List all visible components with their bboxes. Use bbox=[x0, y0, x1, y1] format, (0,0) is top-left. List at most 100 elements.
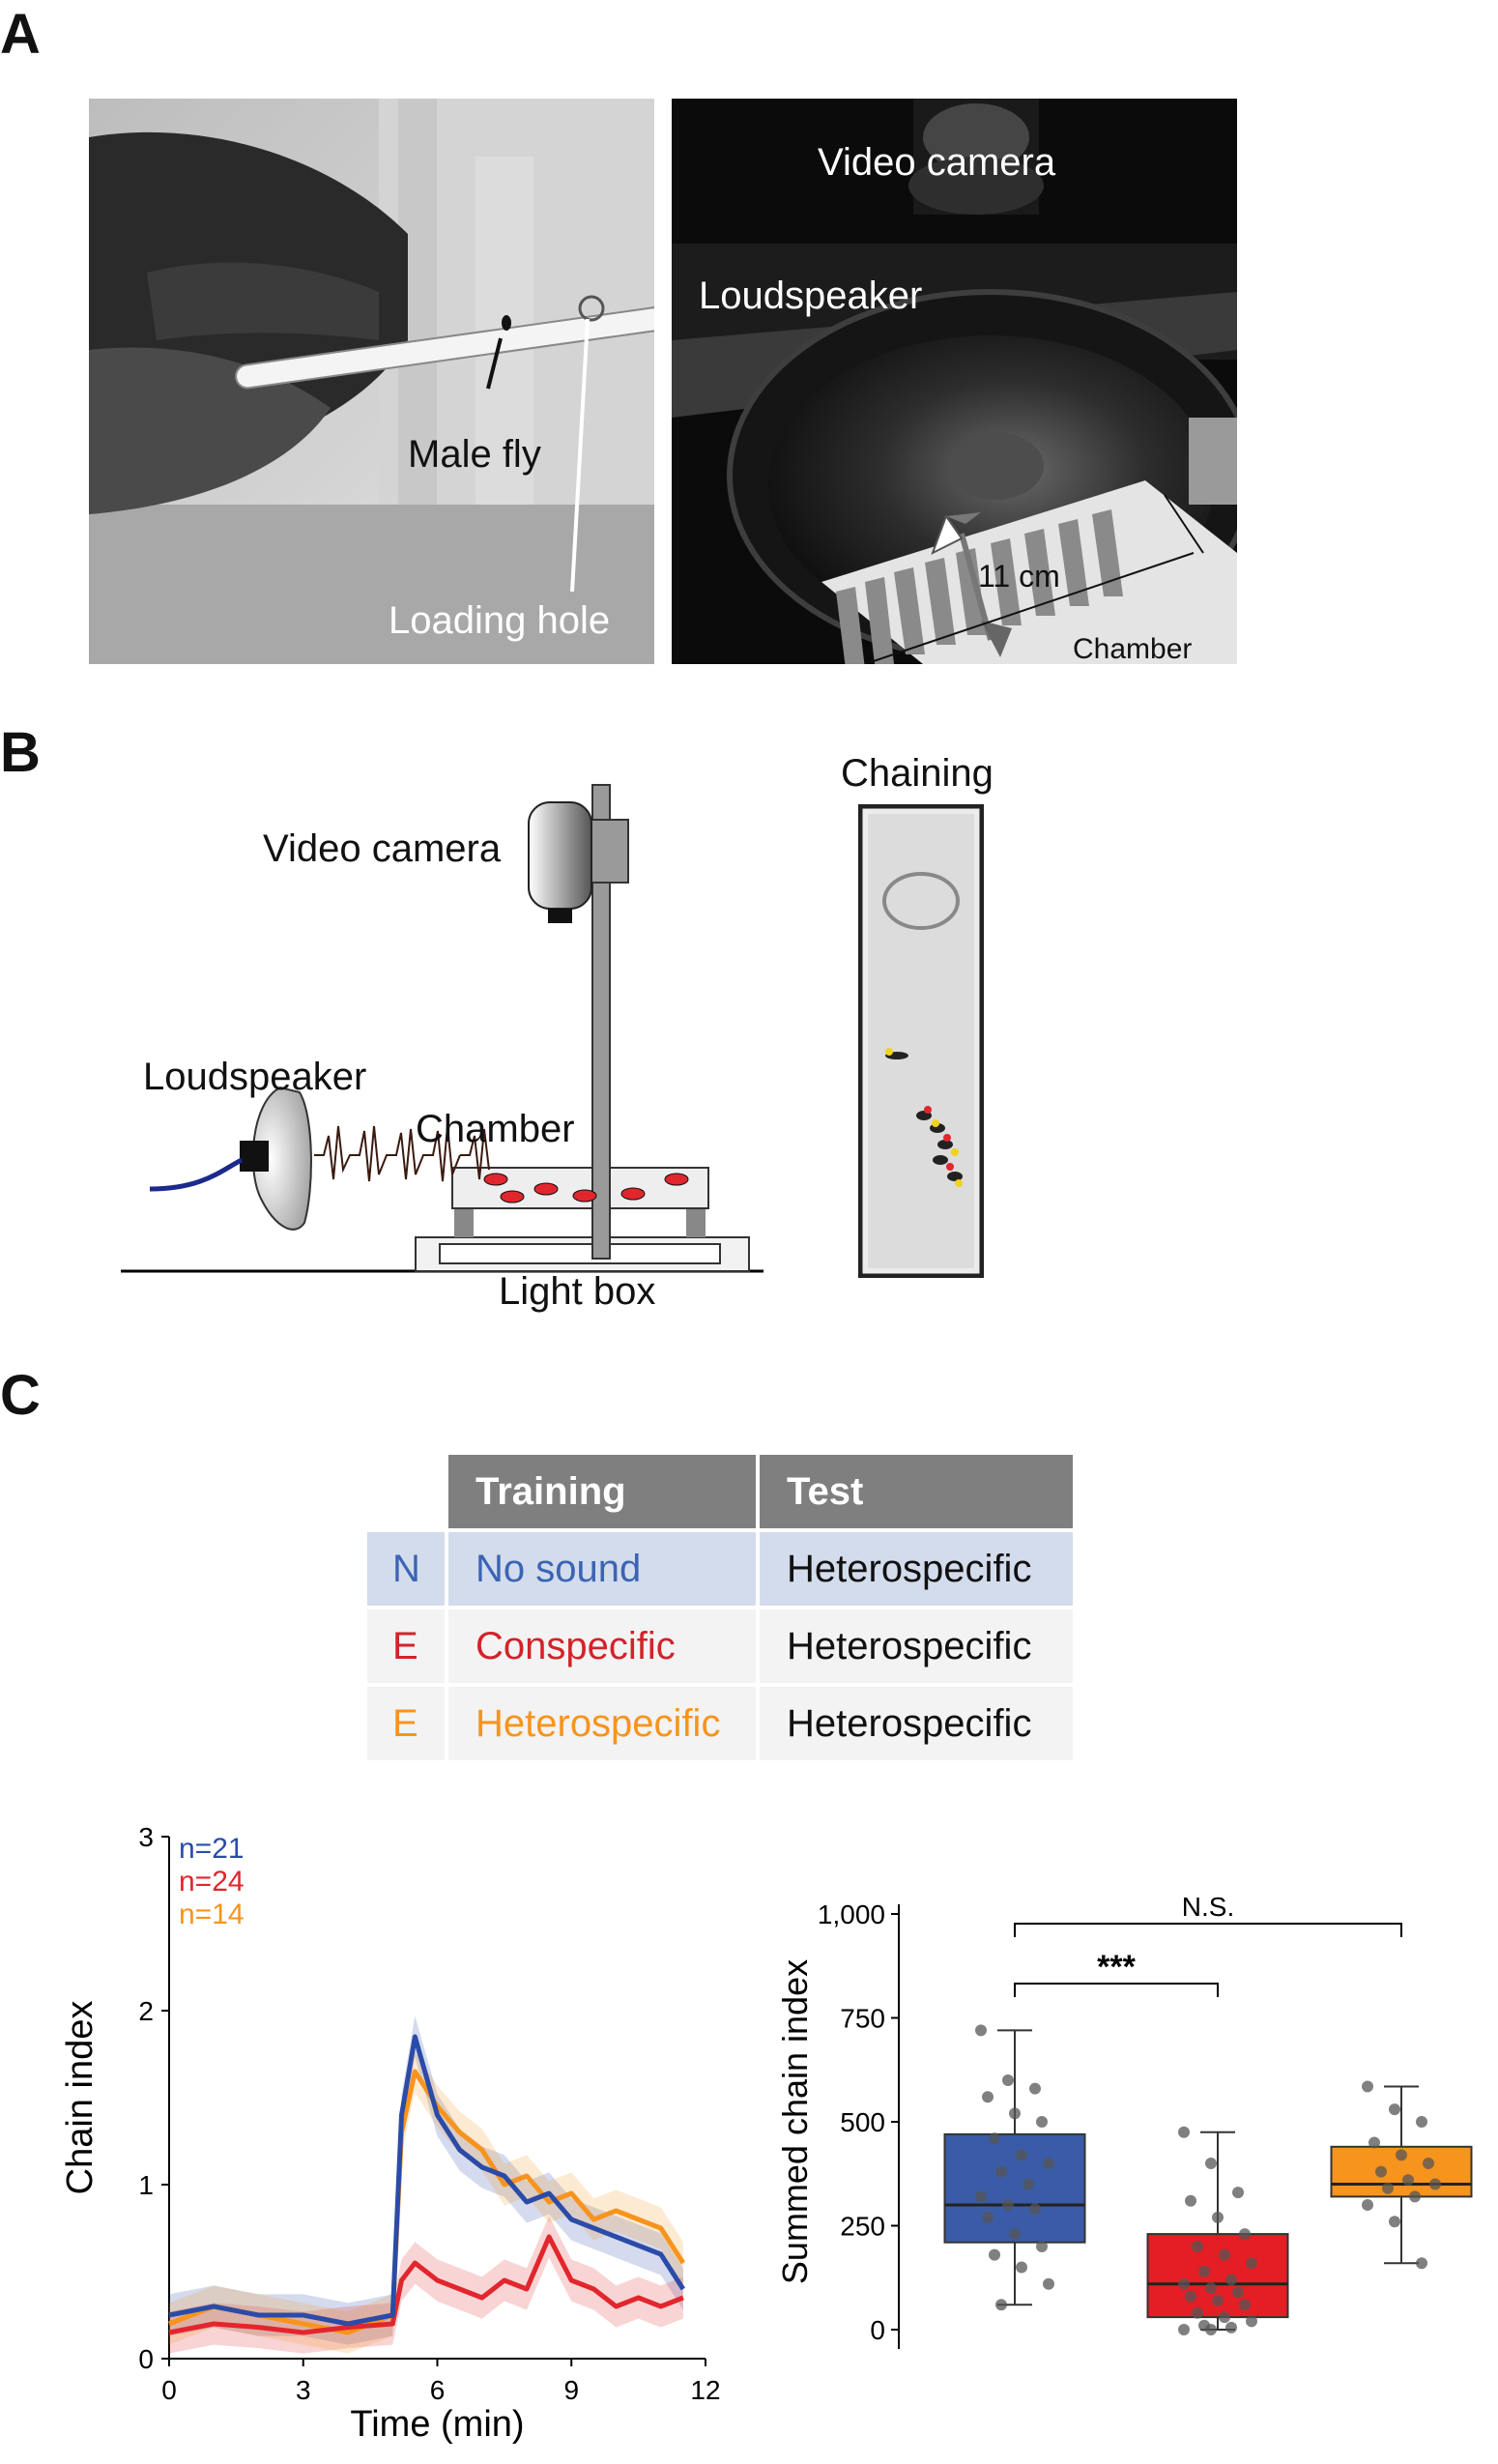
data-point bbox=[1178, 2126, 1190, 2138]
data-point bbox=[1239, 2299, 1251, 2311]
y-axis-label: Summed chain index bbox=[775, 1959, 815, 2284]
x-tick-label: 9 bbox=[563, 2375, 579, 2405]
data-point bbox=[1362, 2080, 1373, 2093]
y-tick-label: 1 bbox=[138, 2170, 154, 2200]
loading-hole-label: Loading hole bbox=[389, 599, 611, 642]
video-camera-diagram-label: Video camera bbox=[263, 827, 502, 870]
data-point bbox=[1009, 2107, 1021, 2120]
data-point bbox=[989, 2132, 1000, 2145]
data-point bbox=[1178, 2277, 1190, 2290]
y-tick-label: 0 bbox=[870, 2315, 885, 2345]
data-point bbox=[1232, 2286, 1244, 2299]
table-row: E Heterospecific Heterospecific bbox=[367, 1687, 1073, 1760]
chamber-label-photo: Chamber bbox=[1073, 633, 1193, 665]
data-point bbox=[989, 2248, 1000, 2261]
y-tick-label: 250 bbox=[840, 2212, 885, 2242]
y-tick-label: 500 bbox=[840, 2107, 885, 2137]
data-point bbox=[1009, 2228, 1021, 2241]
light-box-label: Light box bbox=[499, 1270, 656, 1313]
data-point bbox=[1429, 2178, 1441, 2190]
chamber-diagram-label: Chamber bbox=[416, 1108, 575, 1150]
table-header: Training Test bbox=[367, 1455, 1073, 1528]
data-point bbox=[1036, 2241, 1048, 2252]
apparatus-diagram bbox=[121, 784, 763, 1273]
series-line bbox=[168, 2234, 684, 2335]
panel-label-b: B bbox=[0, 721, 41, 784]
training-cell: Heterospecific bbox=[448, 1687, 756, 1760]
data-point bbox=[1029, 2082, 1041, 2095]
data-point bbox=[1212, 2294, 1224, 2306]
data-point bbox=[1389, 2103, 1400, 2116]
data-point bbox=[1198, 2265, 1210, 2277]
data-point bbox=[982, 2091, 994, 2103]
data-point bbox=[1225, 2274, 1237, 2286]
y-tick-label: 1,000 bbox=[818, 1899, 885, 1929]
data-point bbox=[1225, 2321, 1237, 2334]
legend-entry: n=14 bbox=[179, 1899, 245, 1930]
data-point bbox=[995, 2165, 1007, 2178]
header-test: Test bbox=[760, 1455, 1073, 1528]
data-point bbox=[1043, 2158, 1054, 2169]
distance-label: 11 cm bbox=[978, 559, 1060, 594]
y-tick-label: 0 bbox=[138, 2344, 154, 2374]
group-cell: E bbox=[367, 1609, 445, 1683]
data-point bbox=[975, 2024, 987, 2037]
panel-label-a: A bbox=[0, 3, 41, 66]
data-point bbox=[1002, 2199, 1014, 2211]
data-point bbox=[1416, 2257, 1427, 2270]
significance-bracket bbox=[1014, 1983, 1219, 1997]
chaining-photo bbox=[858, 804, 984, 1278]
significance-bracket bbox=[1014, 1923, 1402, 1937]
data-point bbox=[1368, 2136, 1380, 2149]
data-point bbox=[1205, 2158, 1217, 2169]
data-point bbox=[1002, 2074, 1014, 2086]
setup-photo bbox=[672, 99, 1237, 664]
x-tick-label: 12 bbox=[690, 2375, 720, 2405]
x-tick-label: 6 bbox=[430, 2375, 446, 2405]
group-cell: N bbox=[367, 1532, 445, 1606]
data-point bbox=[1212, 2211, 1224, 2223]
group-cell: E bbox=[367, 1687, 445, 1760]
data-point bbox=[1362, 2199, 1373, 2211]
data-point bbox=[1029, 2203, 1041, 2216]
data-point bbox=[975, 2190, 987, 2203]
data-point bbox=[1416, 2116, 1427, 2128]
training-cell: Conspecific bbox=[448, 1609, 756, 1683]
y-tick-label: 2 bbox=[138, 1996, 154, 2026]
data-point bbox=[1205, 2282, 1217, 2294]
significance-label: N.S. bbox=[1182, 1895, 1234, 1922]
data-point bbox=[1043, 2277, 1054, 2290]
data-point bbox=[1219, 2248, 1230, 2261]
x-tick-label: 0 bbox=[161, 2375, 177, 2405]
loudspeaker-diagram-label: Loudspeaker bbox=[143, 1056, 367, 1098]
panel-label-c: C bbox=[0, 1364, 41, 1427]
series-line bbox=[168, 2034, 685, 2327]
data-point bbox=[982, 2211, 994, 2223]
data-point bbox=[1232, 2187, 1244, 2199]
data-point bbox=[1409, 2190, 1421, 2203]
legend-entry: n=24 bbox=[179, 1866, 245, 1898]
data-point bbox=[1396, 2149, 1407, 2161]
data-point bbox=[1192, 2306, 1203, 2319]
data-point bbox=[995, 2299, 1007, 2311]
male-fly-label: Male fly bbox=[408, 433, 541, 476]
series-line bbox=[168, 2069, 685, 2335]
loudspeaker-label: Loudspeaker bbox=[699, 275, 923, 317]
chaining-label: Chaining bbox=[841, 752, 994, 795]
data-point bbox=[1246, 2257, 1257, 2270]
legend-entry: n=21 bbox=[179, 1833, 245, 1865]
data-point bbox=[1375, 2165, 1387, 2178]
y-tick-label: 3 bbox=[138, 1822, 154, 1852]
data-point bbox=[1389, 2216, 1400, 2228]
data-point bbox=[1036, 2116, 1048, 2128]
data-point bbox=[1023, 2178, 1034, 2190]
data-point bbox=[1178, 2324, 1190, 2335]
test-cell: Heterospecific bbox=[760, 1532, 1073, 1606]
x-tick-label: 3 bbox=[296, 2375, 311, 2405]
data-point bbox=[1239, 2228, 1251, 2241]
significance-label: *** bbox=[1097, 1949, 1136, 1986]
table-row: N No sound Heterospecific bbox=[367, 1532, 1073, 1606]
data-point bbox=[1016, 2261, 1027, 2274]
